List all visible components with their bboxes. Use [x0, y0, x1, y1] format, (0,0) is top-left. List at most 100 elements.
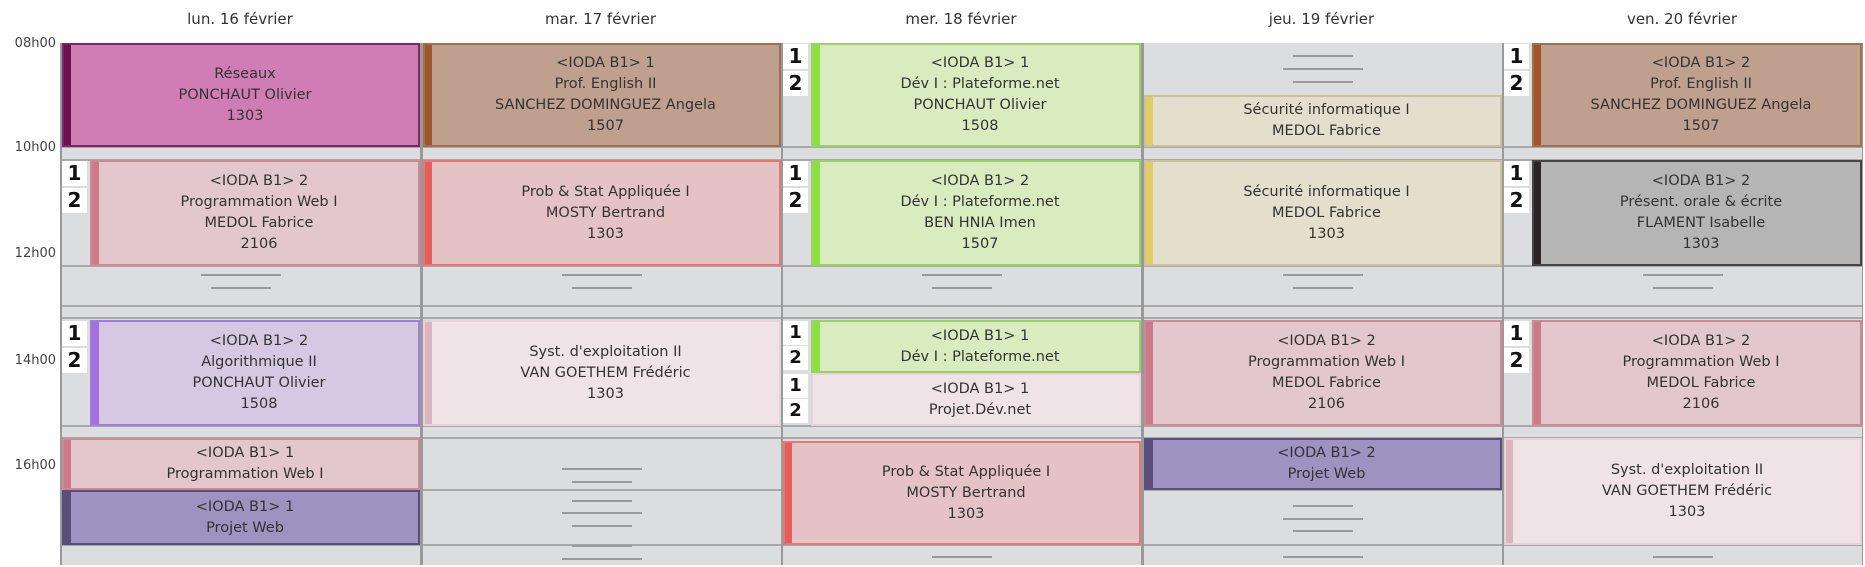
event-line: Prob & Stat Appliquée I [881, 463, 1051, 480]
event-line: Programmation Web I [1247, 354, 1406, 370]
event-line: 1303 [1668, 504, 1706, 520]
event-color-stripe [1534, 162, 1541, 264]
row-divider [783, 425, 1141, 427]
group-number: 1 [783, 161, 808, 186]
empty-slot-marker [1643, 274, 1723, 276]
empty-slot-marker [922, 274, 1002, 276]
event-line: Programmation Web I [1622, 354, 1780, 370]
empty-slot-marker [1292, 81, 1353, 83]
event-color-stripe [92, 162, 99, 264]
event-line: <IODA B1> 1 [930, 327, 1030, 344]
group-number: 2 [62, 188, 87, 213]
event-line: <IODA B1> 2 [1651, 173, 1751, 189]
empty-slot-marker [1282, 68, 1363, 70]
event-color-stripe [64, 440, 71, 488]
empty-slot-marker [932, 287, 992, 289]
row-divider [1504, 305, 1862, 307]
event-line: Prob & Stat Appliquée I [521, 183, 690, 200]
group-number: 1 [62, 161, 87, 186]
event-line: 2106 [1308, 396, 1345, 412]
event-line: <IODA B1> 2 [1651, 55, 1751, 71]
event-line: <IODA B1> 2 [930, 173, 1030, 189]
row-divider [783, 317, 1141, 319]
group-number: 2 [783, 346, 808, 370]
event-line: Dév I : Plateforme.net [900, 76, 1060, 92]
day-header: mar. 17 février [544, 10, 657, 28]
event-line: <IODA B1> 2 [1277, 333, 1376, 349]
row-divider [1143, 265, 1502, 267]
row-divider [1504, 146, 1862, 148]
course-event[interactable]: <IODA B1> 2 Programmation Web I MEDOL Fabr… [1143, 320, 1502, 426]
group-number: 1 [1504, 321, 1529, 346]
event-line: VAN GOETHEM Frédéric [1601, 483, 1773, 499]
event-color-stripe [813, 322, 820, 371]
row-divider [1504, 544, 1862, 546]
empty-slot-marker [211, 287, 271, 289]
row-divider [422, 317, 781, 319]
event-line: <IODA B1> 1 [556, 55, 655, 71]
event-color-stripe [424, 322, 432, 424]
event-line: MEDOL Fabrice [1272, 375, 1381, 391]
row-divider [1504, 425, 1862, 427]
empty-slot-marker [561, 274, 642, 276]
event-line: 2106 [240, 236, 278, 252]
row-divider [783, 544, 1141, 546]
event-line: MEDOL Fabrice [1272, 204, 1381, 221]
hour-label: 10h00 [14, 140, 56, 155]
empty-slot-marker [1292, 505, 1353, 507]
group-number: 1 [62, 321, 87, 346]
event-line: MEDOL Fabrice [1646, 375, 1756, 391]
event-line: Algorithmique II [201, 354, 317, 370]
event-line: <IODA B1> 1 [930, 55, 1030, 71]
row-divider [1143, 146, 1502, 148]
event-color-stripe [1145, 440, 1153, 488]
event-line: Programmation Web I [166, 466, 324, 482]
empty-slot-marker [1653, 556, 1713, 558]
group-number: 1 [1504, 161, 1529, 186]
empty-slot-marker [1292, 287, 1353, 289]
event-line: MEDOL Fabrice [204, 215, 314, 231]
event-line: SANCHEZ DOMINGUEZ Angela [1590, 97, 1812, 113]
event-line: 1508 [240, 396, 278, 412]
empty-slot-marker [561, 468, 642, 470]
group-number: 2 [1504, 188, 1529, 213]
event-line: Présent. orale & écrite [1619, 194, 1783, 210]
empty-slot-marker [571, 481, 632, 483]
event-line: Sécurité informatique I [1243, 183, 1410, 200]
row-divider [783, 265, 1141, 267]
day-header: ven. 20 février [1626, 10, 1738, 28]
row-divider [1143, 425, 1502, 427]
event-color-stripe [1145, 162, 1153, 264]
event-line: Projet Web [206, 519, 284, 536]
row-divider [422, 425, 781, 427]
row-divider [422, 146, 781, 148]
group-number: 1 [1504, 44, 1529, 69]
day-header: jeu. 19 février [1268, 10, 1375, 28]
